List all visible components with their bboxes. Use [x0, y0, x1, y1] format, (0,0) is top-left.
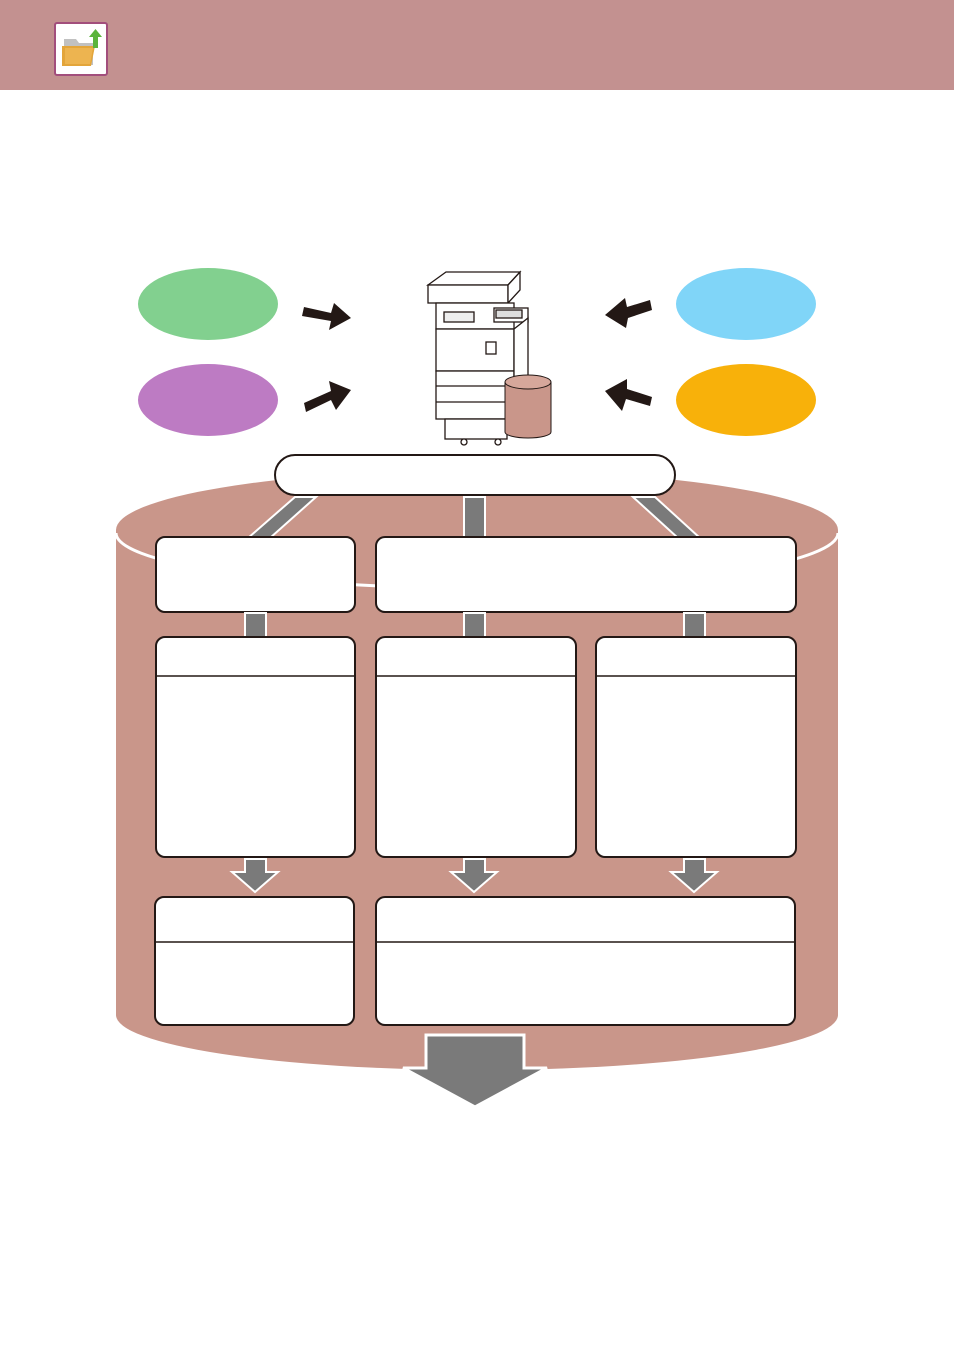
source-orange-ellipse: [676, 364, 816, 436]
source-blue-ellipse: [676, 268, 816, 340]
connector-l1-l2-center: [463, 612, 486, 638]
arrow-down-icon: [668, 858, 720, 894]
box-level2-right: [595, 636, 797, 858]
arrow-left-icon: [605, 298, 652, 328]
source-green-ellipse: [138, 268, 278, 340]
storage-database-icon: [504, 374, 552, 439]
arrow-down-icon: [448, 858, 500, 894]
folder-upload-glyph: [62, 29, 102, 66]
header-band: [0, 0, 954, 90]
folder-upload-icon[interactable]: [54, 22, 108, 76]
box-level3-left: [154, 896, 355, 1026]
output-arrow-down-icon: [402, 1033, 548, 1109]
box-level1-left: [155, 536, 356, 613]
source-purple-ellipse: [138, 364, 278, 436]
connector-center: [463, 496, 486, 539]
box-level2-left: [155, 636, 356, 858]
box-level1-right: [375, 536, 797, 613]
arrow-right-icon: [304, 381, 351, 412]
arrow-left-icon: [605, 379, 652, 411]
box-level2-center: [375, 636, 577, 858]
connector-l1-l2-right: [683, 612, 706, 638]
connector-l1-l2-left: [244, 612, 267, 638]
arrow-right-icon: [302, 303, 351, 330]
box-level3-right: [375, 896, 796, 1026]
top-pill-box: [274, 454, 676, 496]
arrow-down-icon: [229, 858, 281, 894]
